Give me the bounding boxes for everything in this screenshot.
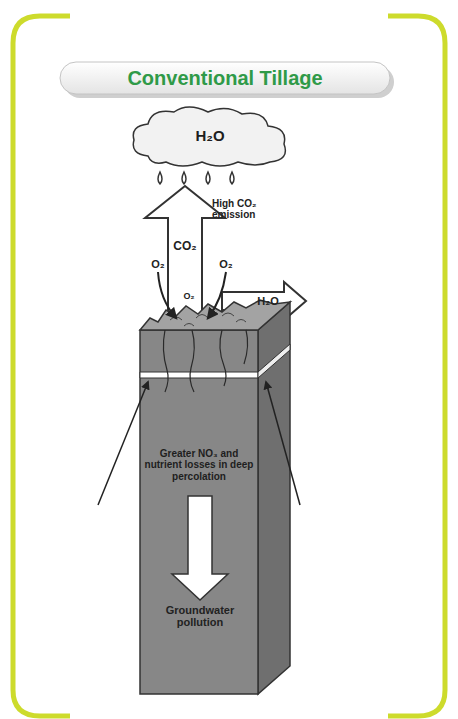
soil-clods [170,313,246,326]
cloud-outline [133,107,285,166]
oxygen-arrow [208,272,226,318]
gas-label: O₂ [214,258,238,270]
gas-label: O₂ [146,258,170,270]
gas-label: H₂O [250,295,286,307]
title-pill [60,62,390,94]
percolation-arrow [172,496,228,600]
cloud: H₂O [126,104,294,168]
soil-column: Greater NO₃ and nutrient losses in deep … [142,436,256,494]
gas-label: CO₂ [166,240,204,253]
leader-line [98,382,148,505]
diagram-title: Conventional Tillage [60,62,390,94]
plow-pan-band [258,344,290,378]
rain-drops [158,172,234,184]
soil-front [140,330,258,694]
outcome-note: Groundwater pollution [146,604,254,628]
roots [163,330,247,392]
node-text: H₂O [195,127,224,144]
gas-label: O₂ [178,292,200,302]
soil-side [258,302,290,694]
oxygen-arrow [158,272,176,318]
frame-bracket [388,16,445,716]
leader-line [266,382,300,505]
frame-bracket [13,16,70,716]
node-text: Greater NO₃ and nutrient losses in deep … [142,448,256,483]
plow-pan-band [140,372,258,378]
emission-note: High CO₂ emission [212,198,274,220]
